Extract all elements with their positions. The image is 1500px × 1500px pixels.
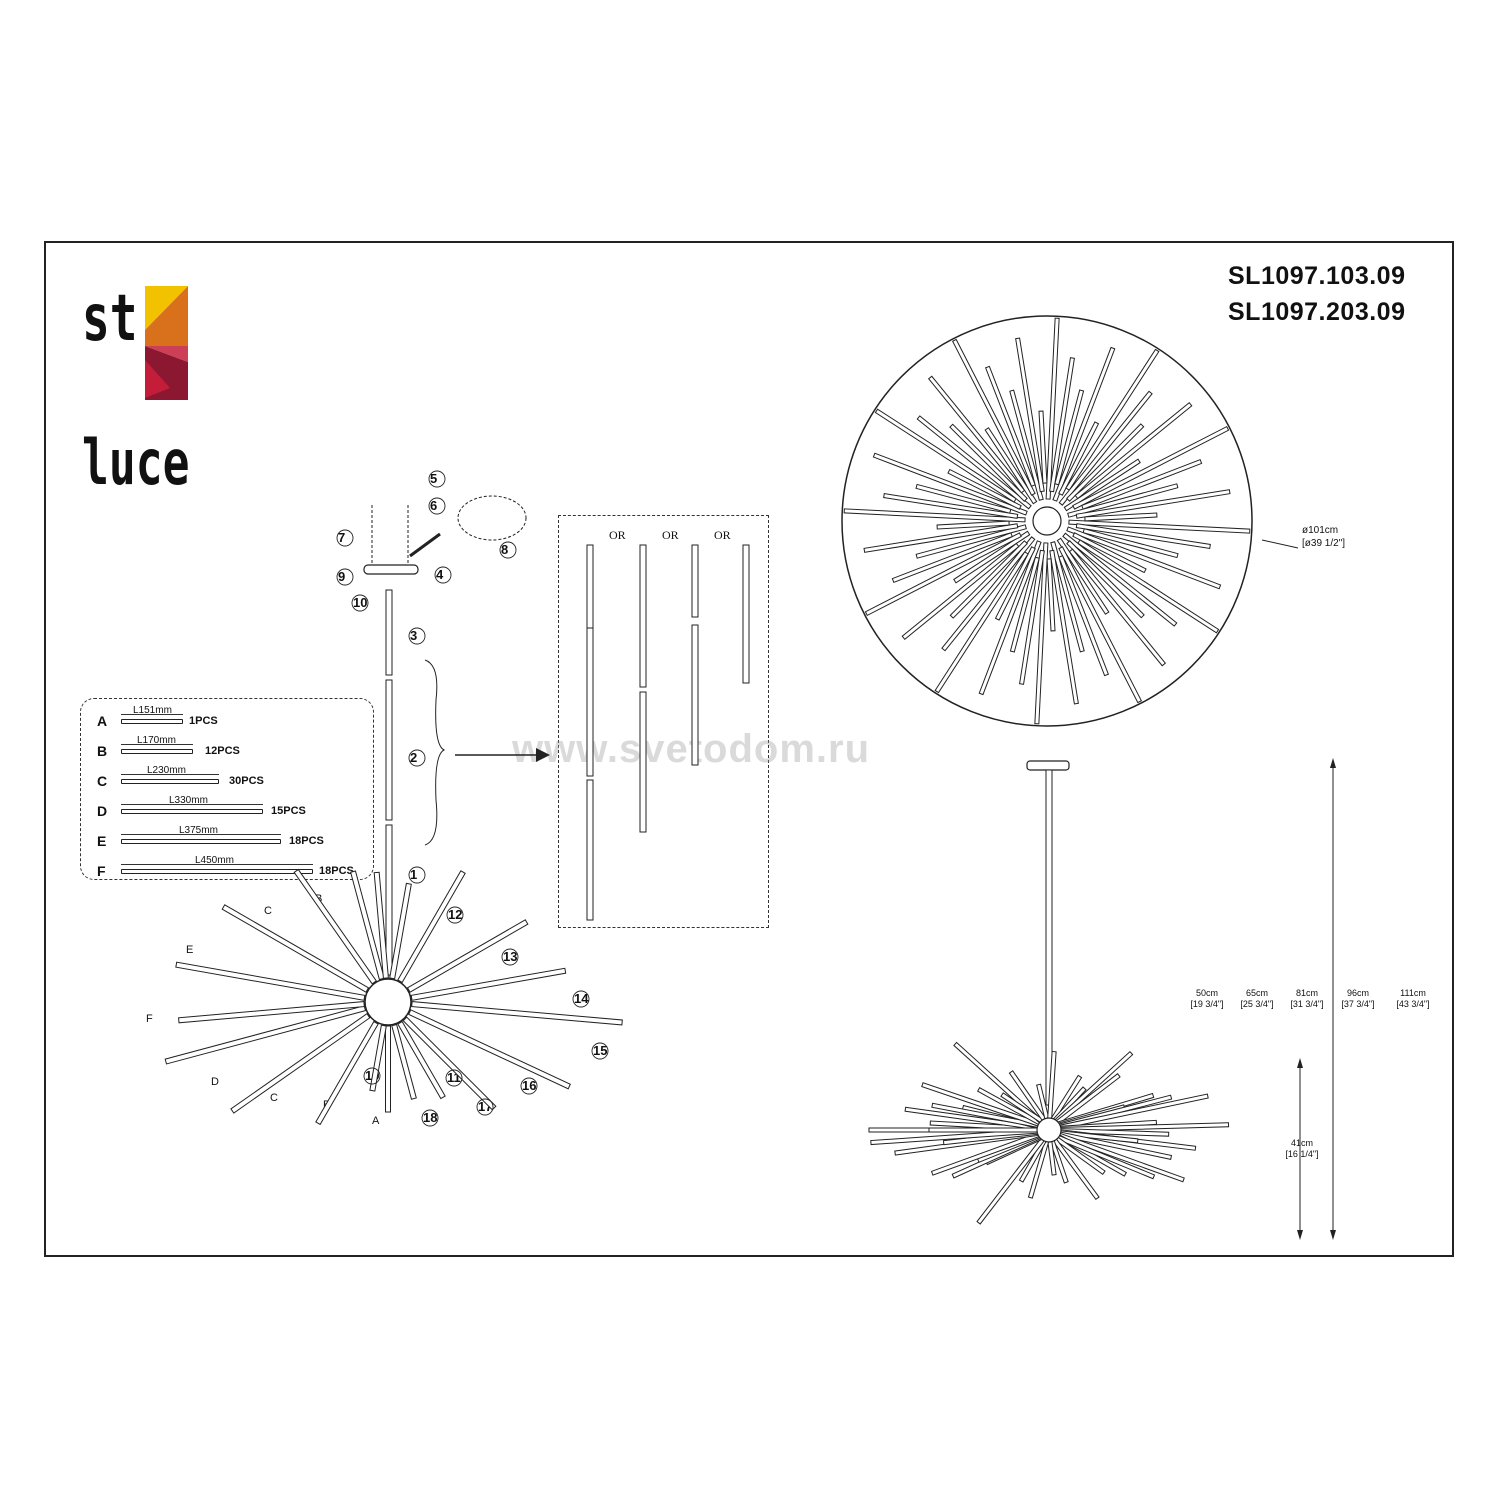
- callout-3: 3: [410, 628, 418, 643]
- body-height-metric: 41cm: [1290, 1138, 1313, 1148]
- rod-label-e: E: [186, 944, 194, 956]
- part-letter: F: [97, 863, 106, 879]
- part-letter: E: [97, 833, 107, 849]
- rod-e: [121, 839, 281, 844]
- part-row-d: D L330mm 15PCS: [81, 793, 375, 823]
- part-qty: 18PCS: [319, 865, 354, 877]
- callout-11: 11: [447, 1070, 461, 1085]
- part-length: L170mm: [137, 735, 176, 746]
- callout-7: 7: [338, 530, 346, 545]
- callout-12: 12: [448, 907, 463, 922]
- height-option-1: 50cm [19 3/4"]: [1186, 988, 1228, 1011]
- height-metric: 65cm: [1245, 988, 1268, 998]
- part-row-c: C L230mm 30PCS: [81, 763, 375, 793]
- height-imperial: [43 3/4"]: [1396, 999, 1430, 1010]
- dimension-line: [121, 714, 183, 715]
- rod-d: [121, 809, 263, 814]
- rod-label-f: F: [146, 1013, 153, 1025]
- height-option-5: 111cm [43 3/4"]: [1390, 988, 1436, 1011]
- callout-9: 9: [338, 569, 346, 584]
- height-imperial: [37 3/4"]: [1341, 999, 1375, 1010]
- height-metric: 96cm: [1346, 988, 1369, 998]
- height-metric: 81cm: [1295, 988, 1318, 998]
- callout-14: 14: [574, 991, 589, 1006]
- parts-list: A L151mm 1PCS B L170mm 12PCS C L230mm 30…: [80, 698, 374, 880]
- part-qty: 12PCS: [205, 745, 240, 757]
- callout-17: 17: [478, 1099, 493, 1114]
- part-row-f: F L450mm 18PCS: [81, 853, 375, 883]
- height-option-4: 96cm [37 3/4"]: [1337, 988, 1379, 1011]
- height-imperial: [31 3/4"]: [1290, 999, 1324, 1010]
- callout-6: 6: [430, 498, 438, 513]
- height-metric: 111cm: [1400, 988, 1426, 998]
- part-row-a: A L151mm 1PCS: [81, 703, 375, 733]
- part-qty: 18PCS: [289, 835, 324, 847]
- diameter-label: ø101cm [ø39 1/2"]: [1302, 524, 1345, 550]
- model-number-1: SL1097.103.09: [1228, 262, 1406, 290]
- part-length: L330mm: [169, 795, 208, 806]
- dimension-line: [121, 774, 219, 775]
- body-height-label: 41cm [16 1/4"]: [1278, 1138, 1326, 1161]
- callout-2: 2: [410, 750, 418, 765]
- part-row-b: B L170mm 12PCS: [81, 733, 375, 763]
- callout-4: 4: [436, 567, 444, 582]
- dimension-line: [121, 804, 263, 805]
- body-height-imperial: [16 1/4"]: [1285, 1149, 1319, 1160]
- rod-b: [121, 749, 193, 754]
- dimension-line: [121, 744, 193, 745]
- part-letter: D: [97, 803, 108, 819]
- part-letter: B: [97, 743, 108, 759]
- callout-10: 10: [353, 595, 368, 610]
- part-length: L375mm: [179, 825, 218, 836]
- dimension-line: [121, 864, 313, 865]
- part-row-e: E L375mm 18PCS: [81, 823, 375, 853]
- part-qty: 30PCS: [229, 775, 264, 787]
- part-letter: A: [97, 713, 108, 729]
- logo-text-luce: luce: [82, 426, 190, 499]
- or-label: OR: [609, 528, 626, 542]
- part-qty: 15PCS: [271, 805, 306, 817]
- callout-18: 18: [423, 1110, 438, 1125]
- rod-label-c: C: [264, 905, 272, 917]
- height-imperial: [25 3/4"]: [1240, 999, 1274, 1010]
- logo-text-st: st: [82, 282, 138, 356]
- height-imperial: [19 3/4"]: [1190, 999, 1224, 1010]
- watermark: www.svetodom.ru: [512, 727, 871, 771]
- rod-label-b-lower: B: [323, 1099, 331, 1111]
- part-length: L151mm: [133, 705, 172, 716]
- rod-config-options: [558, 515, 769, 928]
- callout-13: 13: [503, 949, 518, 964]
- rod-a: [121, 719, 183, 724]
- rod-label-b: B: [315, 893, 323, 905]
- or-label: OR: [714, 528, 731, 542]
- or-label: OR: [662, 528, 679, 542]
- callout-16: 16: [522, 1078, 537, 1093]
- part-qty: 1PCS: [189, 715, 218, 727]
- part-length: L450mm: [195, 855, 234, 866]
- callout-5: 5: [430, 471, 438, 486]
- rod-label-a: A: [372, 1115, 380, 1127]
- rod-c: [121, 779, 219, 784]
- rod-f: [121, 869, 313, 874]
- part-length: L230mm: [147, 765, 186, 776]
- height-option-2: 65cm [25 3/4"]: [1236, 988, 1278, 1011]
- callout-8: 8: [501, 542, 509, 557]
- rod-label-c-lower: C: [270, 1092, 278, 1104]
- model-number-2: SL1097.203.09: [1228, 298, 1406, 326]
- part-letter: C: [97, 773, 108, 789]
- rod-label-d: D: [211, 1076, 219, 1088]
- diameter-metric: ø101cm: [1302, 525, 1339, 536]
- dimension-line: [121, 834, 281, 835]
- height-metric: 50cm: [1195, 988, 1218, 998]
- callout-15: 15: [593, 1043, 608, 1058]
- diameter-imperial: [ø39 1/2"]: [1302, 538, 1346, 549]
- callout-19: 19: [365, 1068, 380, 1083]
- height-option-3: 81cm [31 3/4"]: [1286, 988, 1328, 1011]
- callout-1: 1: [410, 867, 418, 882]
